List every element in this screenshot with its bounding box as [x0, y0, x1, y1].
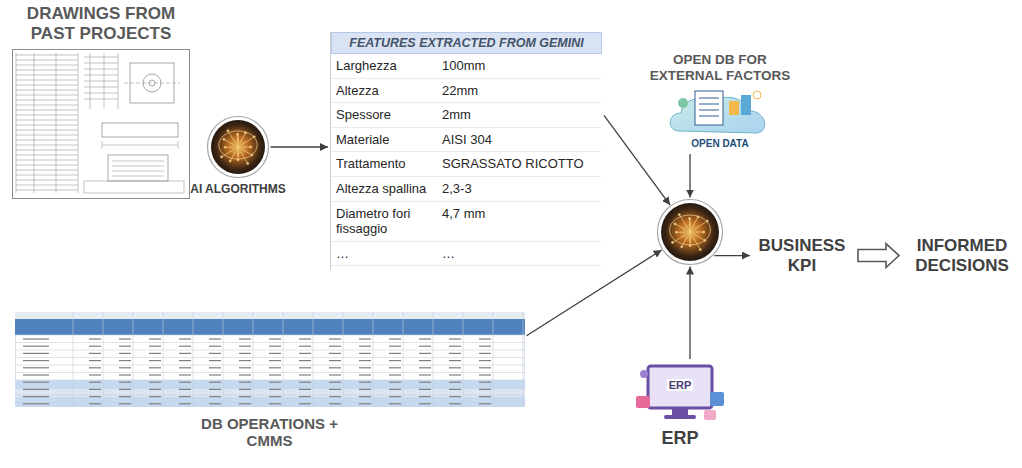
- feature-value: SGRASSATO RICOTTO: [437, 152, 601, 177]
- feature-value: …: [437, 242, 601, 267]
- section-title: DRAWINGS FROM PAST PROJECTS: [15, 4, 187, 43]
- feature-value: AISI 304: [437, 128, 601, 153]
- drawing-thumbnail: DRAWINGS FROM PAST PROJECTS: [8, 4, 194, 199]
- flow-arrow: [271, 146, 329, 147]
- feature-value: 2mm: [437, 103, 601, 128]
- feature-name: Trattamento: [331, 152, 437, 177]
- section-title: DB OPERATIONS + CMMS: [185, 415, 355, 450]
- flow-arrow: [714, 255, 750, 256]
- spreadsheet-picture: [15, 312, 525, 407]
- flow-arrow: [604, 115, 670, 205]
- section-title: OPEN DB FOR EXTERNAL FACTORS: [645, 52, 795, 83]
- feature-name: Larghezza: [331, 54, 437, 79]
- result-label: BUSINESS KPI: [752, 236, 852, 275]
- central-brain: [656, 198, 724, 266]
- kpi-label: BUSINESS KPI: [752, 236, 852, 275]
- flow-arrow: [689, 154, 690, 197]
- drawing-art: [12, 49, 190, 199]
- open-data-icon: OPEN DATA: [665, 87, 775, 151]
- drawing-picture: [12, 49, 190, 199]
- brain-circle: [656, 198, 724, 266]
- features-table: FEATURES EXTRACTED FROM GEMINILarghezza1…: [330, 32, 602, 270]
- feature-value: 2,3-3: [437, 177, 601, 202]
- feature-name: Altezza: [331, 79, 437, 104]
- feature-name: Materiale: [331, 128, 437, 153]
- flow-arrow: [689, 267, 690, 360]
- feature-value: 4,7 mm: [437, 202, 601, 242]
- brain-circle: [206, 115, 270, 179]
- result-label: INFORMED DECISIONS: [905, 236, 1019, 275]
- operations-sheet: DB OPERATIONS + CMMS: [12, 312, 527, 450]
- feature-name: Diametro fori fissaggio: [331, 202, 437, 242]
- block-arrow: [858, 244, 899, 268]
- feature-value: 100mm: [437, 54, 601, 79]
- node-label: AI ALGORITHMS: [190, 183, 286, 197]
- feature-grid: Larghezza100mmAltezza22mmSpessore2mmMate…: [331, 54, 602, 266]
- icon-text: OPEN DATA: [689, 138, 750, 149]
- icon-art: [634, 362, 726, 424]
- feature-name: Altezza spallina: [331, 177, 437, 202]
- table-header: FEATURES EXTRACTED FROM GEMINI: [331, 32, 602, 54]
- decisions-label: INFORMED DECISIONS: [905, 236, 1019, 275]
- feature-name: Spessore: [331, 103, 437, 128]
- open-data-node: OPEN DB FOR EXTERNAL FACTORS OPEN DATA: [645, 52, 795, 151]
- spreadsheet-art: [15, 312, 525, 407]
- icon-text: ERP: [667, 379, 694, 391]
- feature-name: …: [331, 242, 437, 267]
- feature-value: 22mm: [437, 79, 601, 104]
- erp-icon: ERP: [634, 362, 726, 424]
- erp-node: ERP ERP: [625, 362, 735, 449]
- section-title: ERP: [661, 428, 698, 449]
- ai-brain-node: AI ALGORITHMS: [190, 115, 286, 197]
